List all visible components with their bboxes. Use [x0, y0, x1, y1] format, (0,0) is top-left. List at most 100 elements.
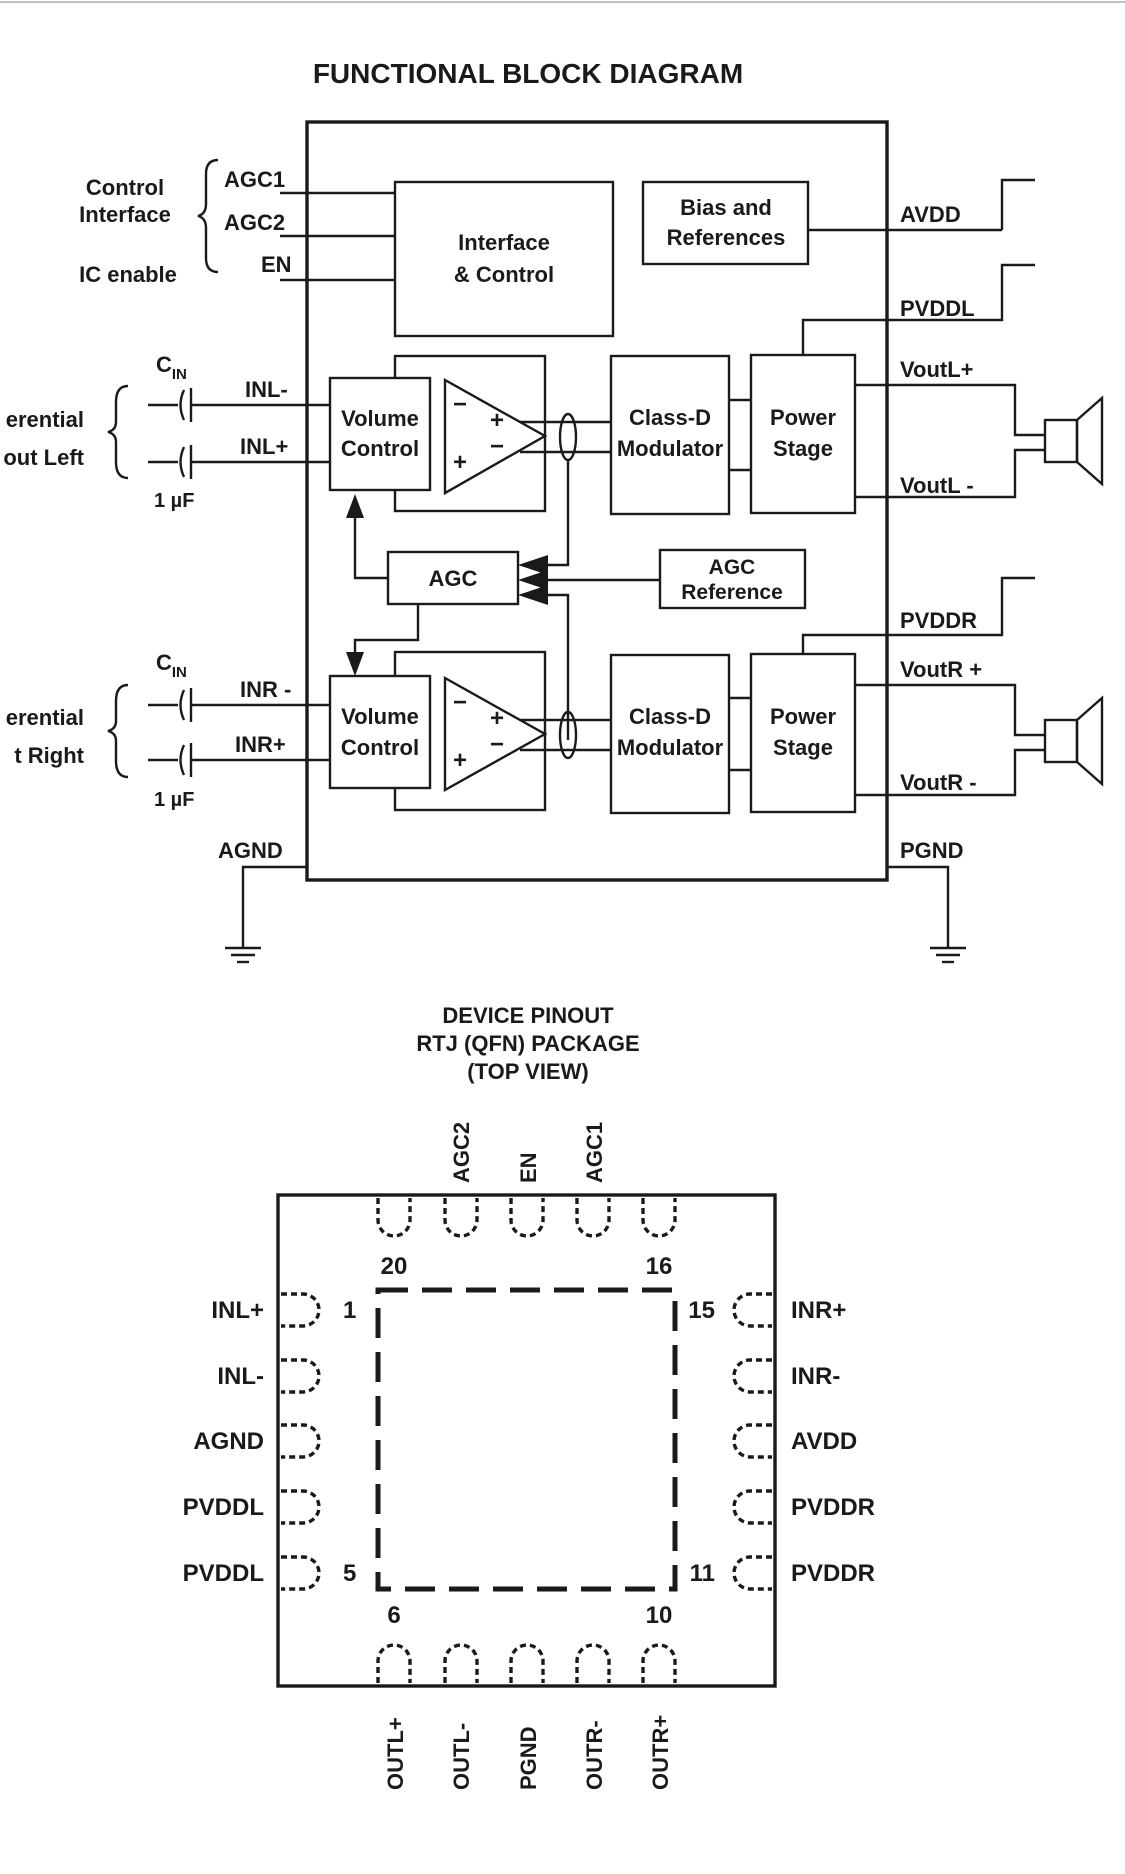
pvddl-line — [801, 263, 1035, 355]
pin-10-pad — [641, 1643, 677, 1683]
pin-inl-minus-label: INL- — [245, 377, 288, 402]
thermal-pad — [375, 1287, 678, 1592]
pvddr-line — [801, 576, 1035, 654]
amp-right-triangle — [443, 675, 548, 793]
pin-agnd-label: AGND — [218, 838, 283, 863]
pin-13-pad — [732, 1423, 772, 1459]
pin-9-pad — [575, 1643, 611, 1683]
top-pin-label-agc1: AGC1 — [582, 1122, 607, 1183]
agc-to-volume-right — [353, 604, 420, 652]
pin-7-pad — [443, 1643, 479, 1683]
agc-to-volume-left-arrow — [346, 494, 364, 518]
amp-left-minus-in: − — [453, 391, 467, 418]
pin-17-pad — [575, 1198, 611, 1238]
top-pin-label-en: EN — [516, 1152, 541, 1183]
pin-2-pad — [281, 1358, 321, 1394]
cap-left-value: 1 µF — [154, 490, 194, 512]
pin-number-11: 11 — [690, 1560, 715, 1587]
pin-12-pad — [732, 1489, 772, 1525]
left-pin-label-1: INL+ — [211, 1297, 264, 1324]
power-stage-right-block — [749, 652, 857, 814]
classd-right-line1: Class-D — [629, 704, 711, 729]
voutl-plus-line — [855, 383, 1045, 437]
diff-left-label1: erential — [6, 407, 84, 432]
interface-control-block — [393, 180, 615, 338]
agc-input-arrow-mid — [518, 570, 548, 590]
volume-right-line2: Control — [341, 735, 419, 760]
pin-6-pad — [376, 1643, 412, 1683]
pin-14-pad — [732, 1358, 772, 1394]
chip-outline — [305, 120, 889, 882]
pin-3-pad — [281, 1423, 321, 1459]
pin-voutr-minus-label: VoutR - — [900, 770, 977, 795]
cap-inl-plus-curved-plate — [179, 446, 186, 478]
diff-right-label1: erential — [6, 705, 84, 730]
pin-inl-plus-label: INL+ — [240, 434, 288, 459]
interface-label: Interface — [79, 202, 171, 227]
agc-block-label: AGC — [429, 566, 478, 591]
amp-right-minus-in: − — [453, 689, 467, 716]
pin-18-pad — [509, 1198, 545, 1238]
power-left-line2: Stage — [773, 436, 833, 461]
pinout-title-1: DEVICE PINOUT — [442, 1003, 614, 1028]
bias-block-line1: Bias and — [680, 195, 772, 220]
pin-en-label: EN — [261, 252, 292, 277]
amp-right-plus-out: + — [490, 705, 504, 732]
pin-number-1: 1 — [343, 1297, 356, 1324]
power-right-line1: Power — [770, 704, 836, 729]
right-pin-pads — [732, 1292, 772, 1591]
speaker-left-cone — [1075, 395, 1104, 487]
classd-right-line2: Modulator — [617, 735, 724, 760]
power-stage-left-block — [749, 353, 857, 515]
amp-left-triangle — [443, 377, 548, 496]
cin-left-label: CIN — [156, 352, 187, 383]
pin-inr-plus-label: INR+ — [235, 732, 286, 757]
agc-to-volume-right-arrow — [346, 652, 364, 676]
pgnd-line — [887, 865, 950, 948]
volume-control-right-block — [328, 674, 432, 790]
diff-right-label2: t Right — [14, 743, 84, 768]
avdd-rail — [1000, 178, 1035, 230]
class-d-right-block — [609, 653, 731, 815]
pin-pvddr-label: PVDDR — [900, 608, 977, 633]
pin-1-pad — [281, 1292, 321, 1328]
bottom-pin-pads — [376, 1643, 677, 1683]
interface-block-line1: Interface — [458, 230, 550, 255]
classd-left-line2: Modulator — [617, 436, 724, 461]
right-pin-label-14: INR- — [791, 1363, 840, 1390]
volume-left-line1: Volume — [341, 406, 419, 431]
amp-right-minus-out: − — [490, 731, 504, 758]
pin-number-16: 16 — [646, 1253, 673, 1280]
pin-20-pad — [376, 1198, 412, 1238]
pin-19-pad — [443, 1198, 479, 1238]
left-feedback-line — [548, 460, 570, 567]
amp-left-plus-in: + — [453, 449, 467, 476]
agc-input-arrow-top — [518, 555, 548, 575]
top-pin-label-agc2: AGC2 — [449, 1122, 474, 1183]
right-feedback-line — [548, 593, 570, 740]
pin-inr-minus-label: INR - — [240, 677, 291, 702]
block-diagram-title: FUNCTIONAL BLOCK DIAGRAM — [313, 58, 743, 89]
bottom-pin-label-outl-plus: OUTL+ — [383, 1717, 408, 1790]
pin-5-pad — [281, 1555, 321, 1591]
pinout-title-2: RTJ (QFN) PACKAGE — [416, 1031, 639, 1056]
bottom-pin-label-pgnd: PGND — [516, 1726, 541, 1790]
bias-block-line2: References — [667, 225, 786, 250]
pin-number-20: 20 — [381, 1253, 408, 1280]
agnd-line — [241, 865, 307, 948]
bottom-pin-label-outl-minus: OUTL- — [449, 1723, 474, 1790]
pinout-title-3: (TOP VIEW) — [467, 1059, 588, 1084]
cin-right-label: CIN — [156, 650, 187, 681]
volume-control-left-block — [328, 376, 432, 492]
amp-left-plus-out: + — [490, 407, 504, 434]
agcref-line2: Reference — [681, 581, 783, 604]
cap-right-value: 1 µF — [154, 789, 194, 811]
diff-left-label2: out Left — [3, 445, 84, 470]
power-left-line1: Power — [770, 405, 836, 430]
pin-11-pad — [732, 1555, 772, 1591]
pin-4-pad — [281, 1489, 321, 1525]
pin-8-pad — [509, 1643, 545, 1683]
right-pin-label-11: PVDDR — [791, 1560, 875, 1587]
cap-inl-minus-curved-plate — [179, 389, 186, 421]
